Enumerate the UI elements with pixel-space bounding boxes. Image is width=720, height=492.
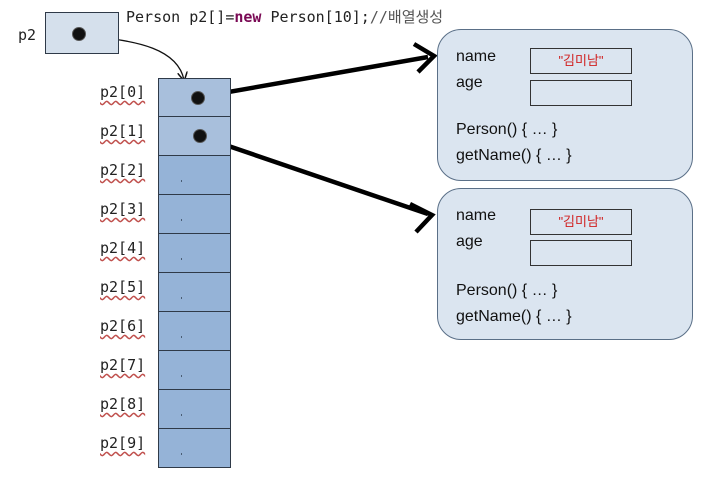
array-cell-3 [158,195,231,234]
array-cell-2 [158,156,231,195]
person-object-2: name "김미남" age Person() { … } getName() … [437,188,693,340]
method-getname: getName() { … } [456,308,572,325]
array-cell-6 [158,312,231,351]
code-type: Person [126,8,181,26]
field-label-age: age [456,233,483,250]
reference-label: p2 [18,26,37,44]
index-label-6: p2[6] [100,317,146,335]
reference-variable-box [45,12,119,54]
index-label-8: p2[8] [100,395,146,413]
index-label-9: p2[9] [100,434,146,452]
field-value-name: "김미남" [530,209,632,235]
array-cell-1 [158,117,231,156]
index-label-5: p2[5] [100,278,146,296]
array-cell-4 [158,234,231,273]
index-label-2: p2[2] [100,161,146,179]
arrowhead-2 [408,201,436,234]
pointer-dot-0 [191,91,205,105]
field-value-name: "김미남" [530,48,632,74]
array-cell-5 [158,273,231,312]
array-cell-8 [158,390,231,429]
code-comment: //배열생성 [369,8,444,26]
index-label-0: p2[0] [100,83,146,101]
code-line: Person p2[]=new Person[10];//배열생성 [126,6,443,27]
array-cell-0 [158,78,231,117]
person-object-1: name "김미남" age Person() { … } getName() … [437,29,693,181]
method-constructor: Person() { … } [456,121,558,138]
code-declaration: p2[]= [180,8,235,26]
field-value-age [530,80,632,106]
field-label-name: name [456,207,497,224]
pointer-dot-1 [193,129,207,143]
method-getname: getName() { … } [456,147,572,164]
index-label-7: p2[7] [100,356,146,374]
array-cell-9 [158,429,231,468]
p2-0-to-object-1-arrow [199,54,429,100]
array-block [158,78,231,468]
field-value-age [530,240,632,266]
index-label-4: p2[4] [100,239,146,257]
p2-1-to-object-2-arrow [201,134,429,217]
array-cell-7 [158,351,231,390]
index-label-1: p2[1] [100,122,146,140]
reference-pointer-dot [72,27,86,41]
index-label-3: p2[3] [100,200,146,218]
field-label-age: age [456,74,483,91]
method-constructor: Person() { … } [456,282,558,299]
code-constructor: Person[10]; [261,8,370,26]
field-label-name: name [456,48,497,65]
code-keyword: new [234,8,262,26]
arrowhead-1 [412,42,438,74]
